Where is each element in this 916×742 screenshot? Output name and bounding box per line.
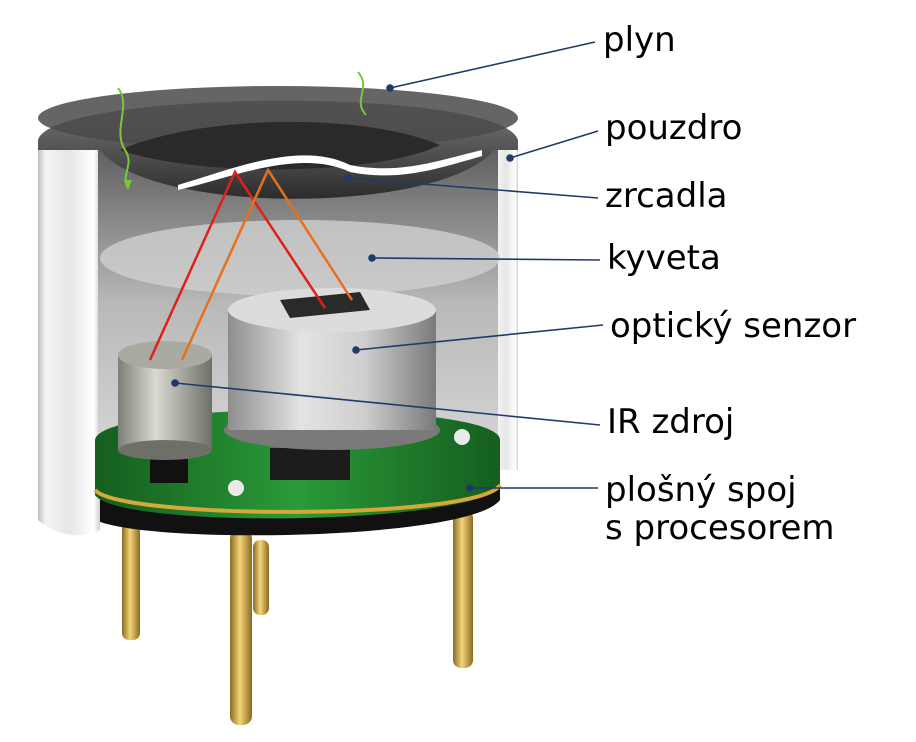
leader-line-housing: [509, 130, 599, 159]
leader-line-gas: [389, 41, 596, 89]
label-gas: plyn: [603, 20, 676, 60]
label-cuvette: kyveta: [607, 238, 721, 278]
leader-line-optical-sensor: [355, 324, 604, 351]
label-optical-sensor: optický senzor: [610, 306, 857, 346]
pcb-edge-trace: [93, 483, 502, 514]
pin: [453, 510, 473, 668]
label-ir-source: IR zdroj: [607, 402, 735, 442]
leader-lines: [171, 41, 604, 492]
label-pcb-line2: s procesorem: [605, 508, 835, 548]
ir-rays: [148, 167, 354, 361]
leader-line-cuvette: [371, 257, 601, 261]
processor-chip: [270, 448, 350, 480]
cuvette-ring: [100, 220, 500, 296]
gas-wisp: [117, 87, 130, 189]
housing-left-wall: [38, 140, 100, 536]
gold-pins: [122, 510, 473, 725]
leader-line-ir-source: [174, 382, 601, 426]
sensor-window: [280, 292, 370, 318]
label-mirrors: zrcadla: [605, 176, 728, 216]
ir-ray: [148, 169, 327, 361]
optical-sensor: [224, 288, 440, 450]
ir-source: [118, 341, 212, 460]
pcb-solder-dot: [454, 429, 470, 445]
pin: [230, 530, 252, 725]
gas-wisp: [357, 71, 367, 116]
gas-flow: [117, 71, 367, 190]
label-housing: pouzdro: [605, 108, 743, 148]
label-pcb-line1: plošný spoj: [605, 470, 797, 510]
pcb-solder-dot: [228, 480, 244, 496]
mirror-surface: [178, 150, 482, 190]
pin: [122, 520, 140, 640]
pin: [253, 540, 269, 615]
housing-right-wall: [494, 148, 518, 470]
housing-top-recess: [120, 121, 440, 170]
ir-ray: [180, 167, 354, 361]
leader-line-mirrors: [347, 177, 599, 199]
